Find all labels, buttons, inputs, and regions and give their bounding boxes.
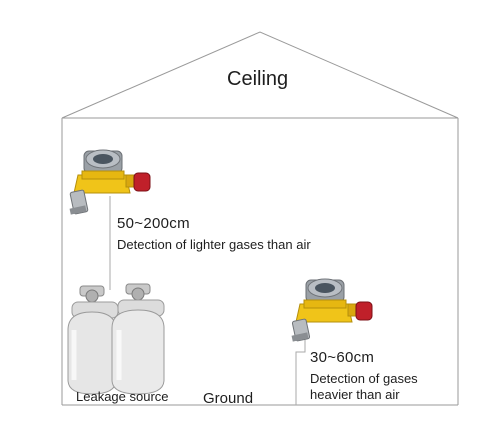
lower-gas-detector xyxy=(291,278,373,342)
lower-detection-description: Detection of gases heavier than air xyxy=(310,371,418,403)
lower-height-range: 30~60cm xyxy=(310,349,375,366)
roof-line xyxy=(61,31,459,119)
upper-gas-detector xyxy=(69,149,151,215)
ceiling-label: Ceiling xyxy=(227,68,289,90)
upper-height-range: 50~200cm xyxy=(117,215,190,232)
alarm-lamp xyxy=(355,301,373,321)
room-outline xyxy=(61,31,459,406)
lower-desc-line-2: heavier than air xyxy=(310,387,400,402)
lower-height-marker xyxy=(295,338,306,405)
upper-detection-description: Detection of lighter gases than air xyxy=(117,237,311,252)
alarm-lamp xyxy=(133,172,151,192)
lower-desc-line-1: Detection of gases xyxy=(310,371,418,386)
ground-label: Ground xyxy=(203,390,254,407)
gas-cylinder-right xyxy=(111,283,165,395)
gas-cylinder-left xyxy=(67,285,119,395)
leakage-source-label: Leakage source xyxy=(76,389,169,404)
gas-cylinders xyxy=(67,283,165,395)
